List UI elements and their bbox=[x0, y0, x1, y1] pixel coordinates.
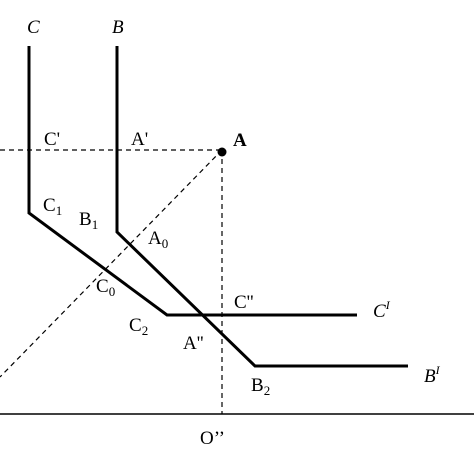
label-c1: C1 bbox=[43, 195, 62, 218]
label-a-prime: A' bbox=[131, 129, 148, 150]
label-b1: B1 bbox=[79, 209, 98, 232]
label-b2: B2 bbox=[251, 375, 270, 398]
label-a-double-prime: A'' bbox=[183, 333, 204, 354]
label-a: A bbox=[233, 130, 247, 151]
label-c-top: C bbox=[27, 17, 40, 38]
curve-c bbox=[27, 46, 357, 317]
label-c-superscript-i: CI bbox=[373, 298, 391, 322]
curve-b bbox=[115, 46, 408, 368]
label-o-double-prime: O’’ bbox=[200, 428, 225, 449]
label-c2: C2 bbox=[129, 315, 148, 338]
label-a0: A0 bbox=[148, 228, 168, 251]
label-b-superscript-i: BI bbox=[424, 363, 441, 387]
label-c-prime: C' bbox=[44, 129, 60, 150]
point-a bbox=[217, 147, 227, 157]
dashed-diagonal-ray bbox=[0, 149, 223, 378]
label-b-top: B bbox=[112, 17, 124, 38]
label-c0: C0 bbox=[96, 276, 115, 299]
label-c-double-prime: C'' bbox=[234, 292, 254, 313]
